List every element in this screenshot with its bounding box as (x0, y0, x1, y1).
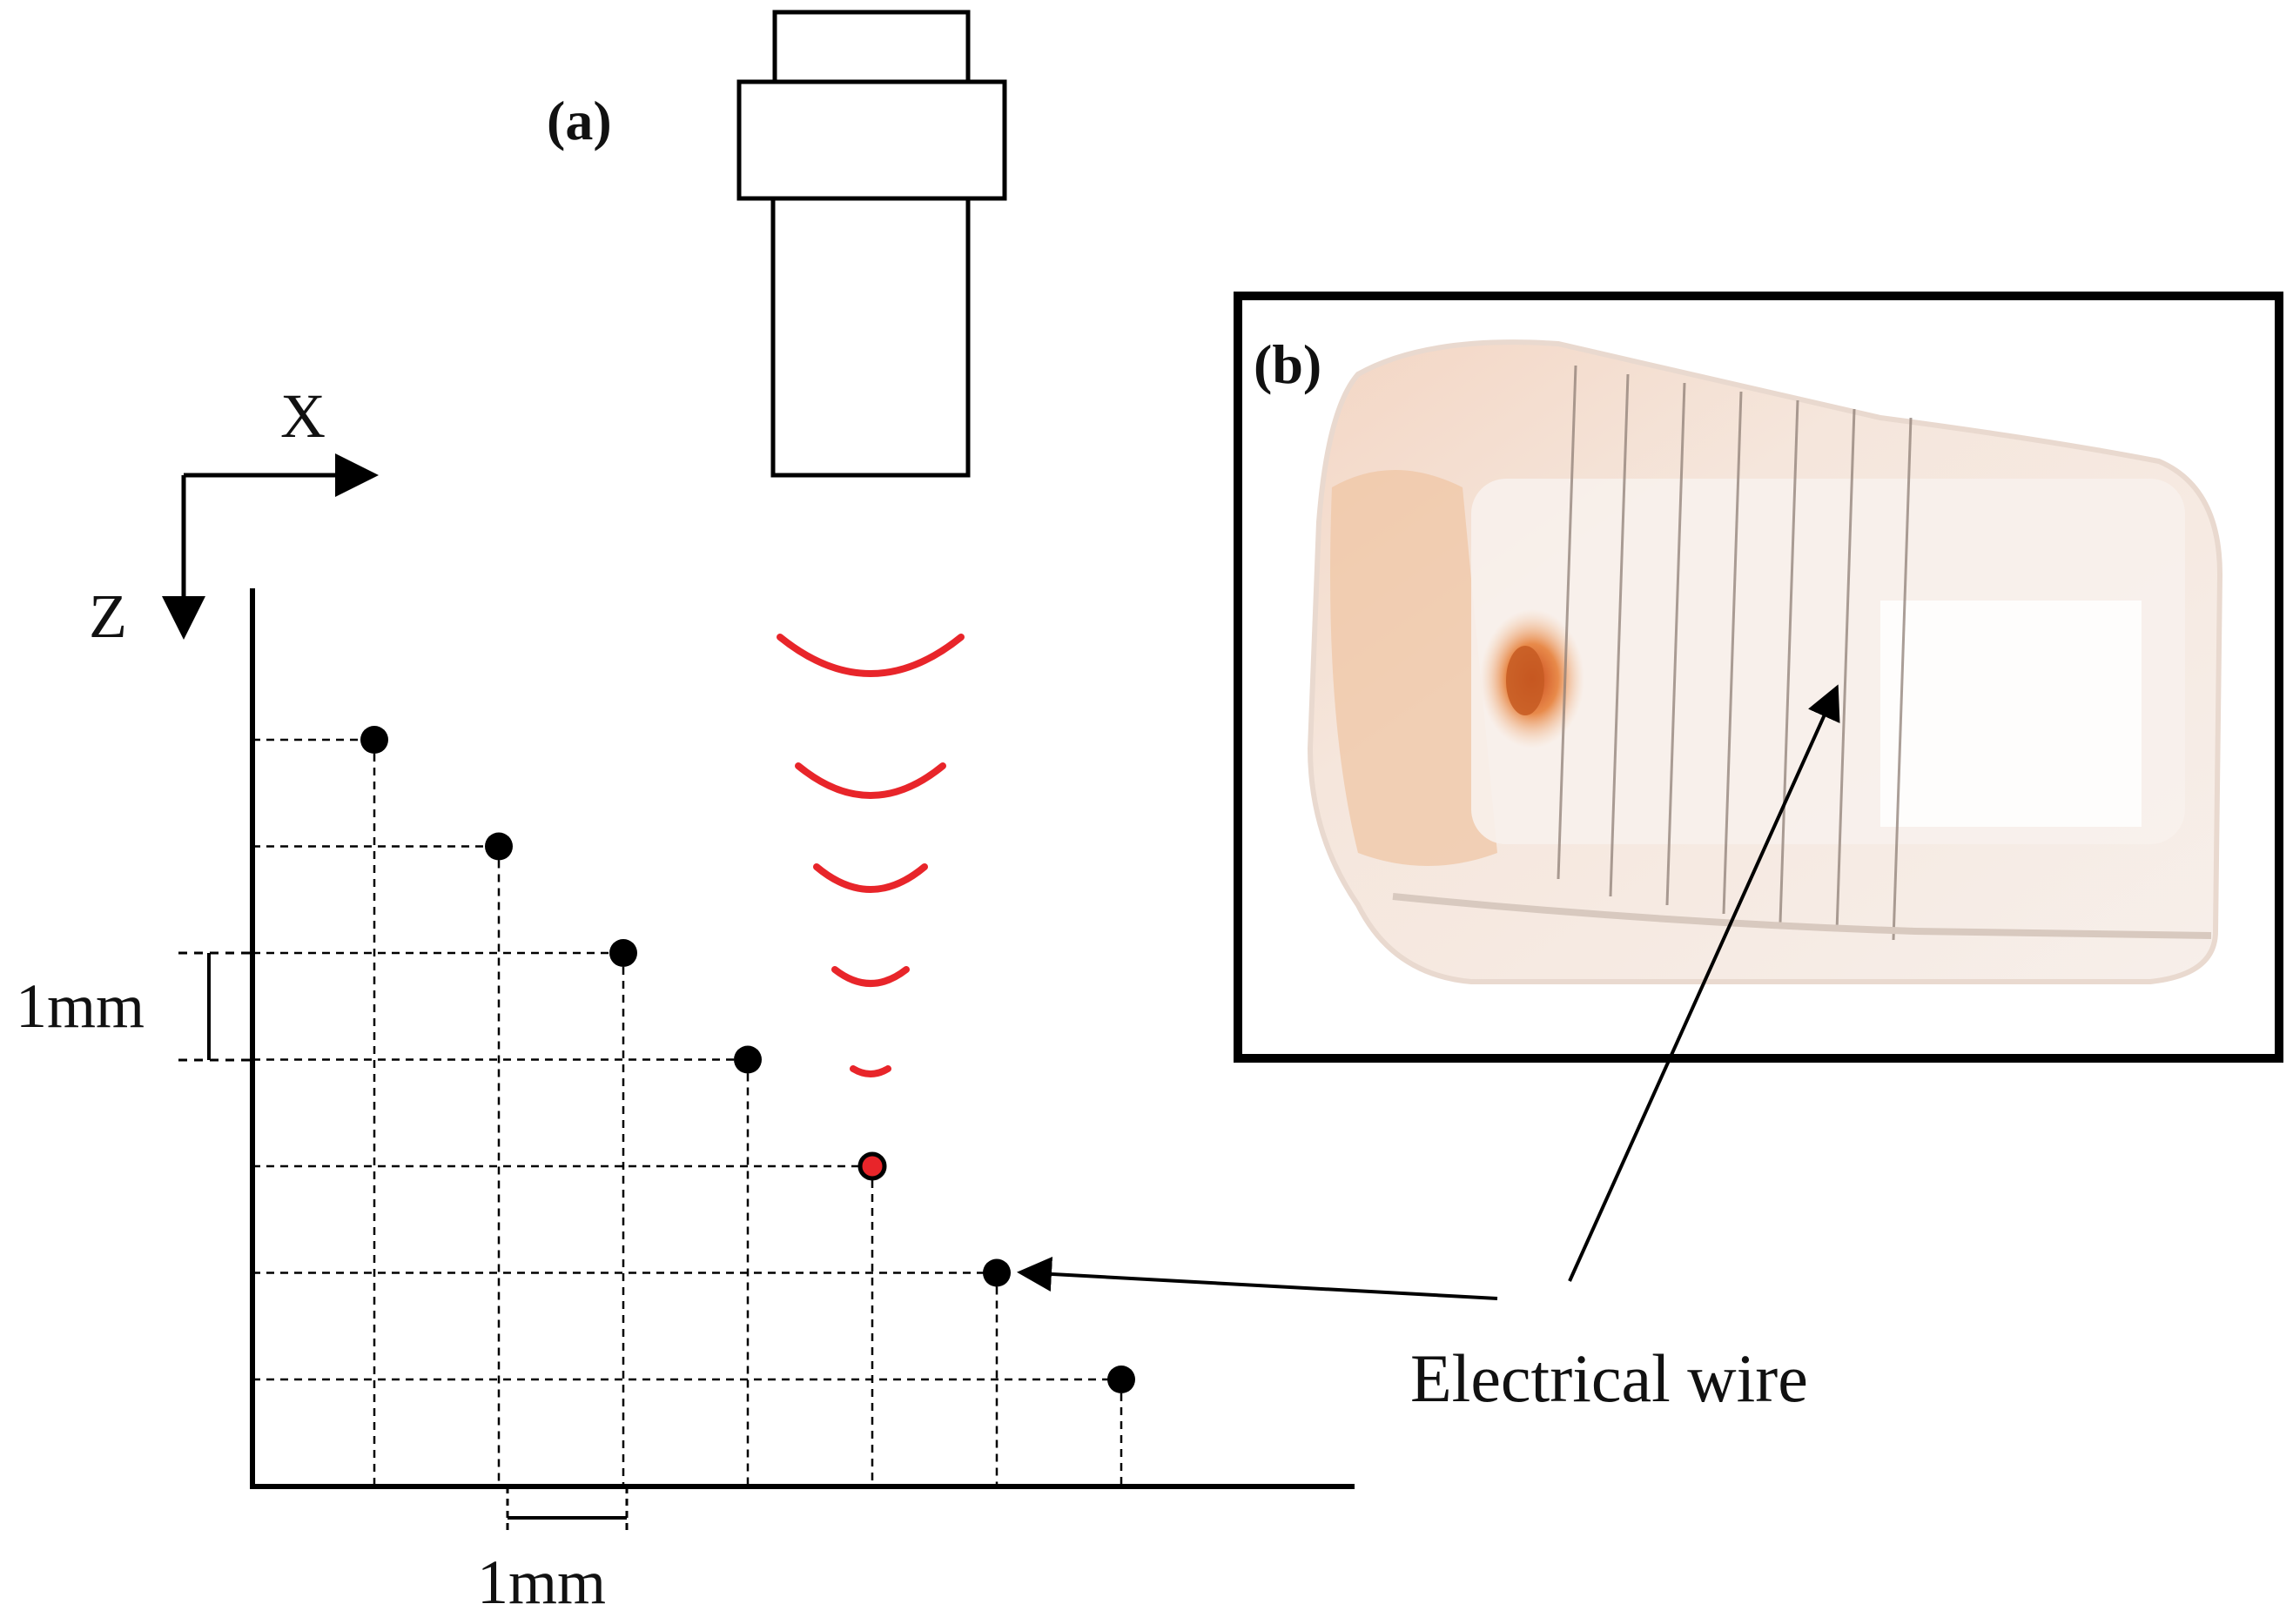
wave-arc (831, 966, 910, 987)
panel-a-label: (a) (547, 90, 612, 151)
wave-arc (813, 863, 928, 893)
scale-bar-x (506, 1486, 629, 1530)
wire-point (983, 1258, 1011, 1287)
wire-point (360, 726, 388, 754)
wire-point (734, 1045, 762, 1074)
ultrasound-waves (777, 634, 965, 1077)
scale-bar-z (178, 951, 252, 1062)
axis-x-label: X (280, 381, 326, 451)
axis-indicator (162, 453, 379, 640)
wire-points (360, 726, 1135, 1393)
scale-x-label: 1mm (477, 1547, 606, 1617)
scale-z-label: 1mm (16, 971, 145, 1041)
wave-arc (777, 634, 965, 677)
wire-point (485, 832, 513, 861)
plot-axes (250, 588, 1355, 1489)
grid-guides (252, 738, 1123, 1486)
transducer-icon (736, 10, 1007, 478)
phantom-photo (1307, 339, 2223, 984)
callout-arrows (1017, 684, 1840, 1300)
axis-z-label: Z (89, 581, 127, 651)
wire-point-targeted (857, 1151, 887, 1181)
wire-point (1107, 1366, 1135, 1393)
callout-label: Electrical wire (1410, 1340, 1808, 1416)
wire-point (609, 939, 637, 967)
panel-b-label: (b) (1254, 333, 1321, 395)
wave-arc (850, 1065, 891, 1077)
wave-arc (795, 762, 946, 799)
